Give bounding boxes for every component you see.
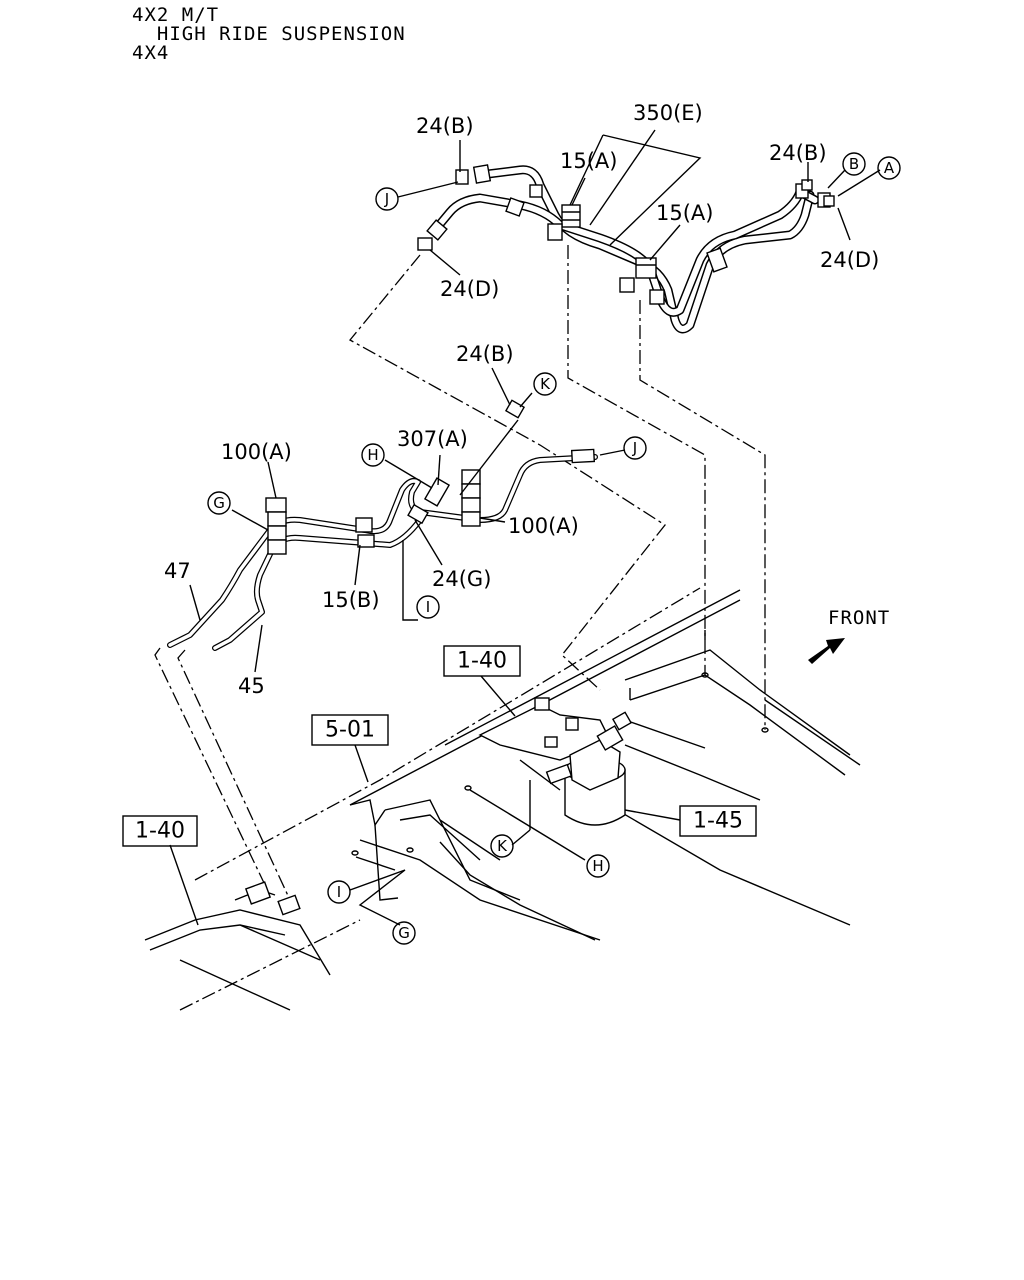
header-line-1: 4X2 M/T [132,4,220,26]
label-front: FRONT [828,607,890,629]
label-24g: 24(G) [432,567,491,591]
svg-text:I: I [337,883,341,901]
header-line-3: 4X4 [132,42,170,64]
circle-ref-h-mid: H [361,443,385,467]
box-ref-1-40-left: 1-40 [122,815,198,847]
clip-100a-left [265,497,287,555]
circle-ref-h-low: H [586,854,610,878]
fuel-filter-assembly [469,697,681,861]
label-24d-left: 24(D) [440,277,499,301]
box-references: 1-40 5-01 1-40 1-45 [122,645,757,847]
label-24b-top: 24(B) [416,114,474,138]
circle-ref-a: A [877,156,901,180]
svg-text:K: K [497,837,508,855]
box-ref-5-01: 5-01 [311,714,389,746]
svg-text:H: H [592,857,603,875]
circle-ref-g-left: G [207,491,231,515]
label-15a-1: 15(A) [560,149,617,173]
chassis-frame [144,587,861,1011]
label-24b-mid: 24(B) [456,342,514,366]
svg-text:J: J [632,439,637,457]
svg-text:I: I [426,598,430,616]
svg-text:J: J [384,190,389,208]
label-45: 45 [238,674,265,698]
label-24b-right: 24(B) [769,141,827,165]
svg-text:B: B [849,155,859,173]
circle-ref-b: B [842,152,866,176]
circle-ref-g-low: G [392,921,416,945]
svg-text:5-01: 5-01 [325,718,375,743]
middle-pipe-assembly [167,399,598,651]
clip-15b [355,517,375,548]
clip-15a-upper-2 [619,257,665,305]
svg-text:1-45: 1-45 [693,809,743,834]
svg-text:A: A [884,159,895,177]
label-100a-left: 100(A) [221,440,292,464]
circle-ref-i-low: I [327,880,351,904]
svg-text:1-40: 1-40 [135,819,185,844]
label-47: 47 [164,559,191,583]
label-15b: 15(B) [322,588,380,612]
clip-15a-upper-1 [547,204,581,241]
circle-ref-k-mid: K [533,372,557,396]
header-line-2: HIGH RIDE SUSPENSION [132,23,406,45]
svg-text:K: K [540,375,551,393]
circle-ref-k-low: K [490,834,514,858]
label-24d-right: 24(D) [820,248,879,272]
svg-text:1-40: 1-40 [457,649,507,674]
diagram-header: 4X2 M/T HIGH RIDE SUSPENSION 4X4 [132,6,406,63]
label-100a-right: 100(A) [508,514,579,538]
label-350e: 350(E) [633,101,703,125]
svg-text:G: G [213,494,225,512]
front-arrow-icon [808,638,845,664]
circle-ref-j-top: J [375,187,399,211]
callout-labels: 24(B) 350(E) 15(A) 15(A) 24(B) 24(D) 24(… [164,101,890,698]
box-ref-1-40-mid: 1-40 [443,645,521,677]
upper-pipe-assembly [417,164,835,334]
svg-text:G: G [398,924,410,942]
label-15a-2: 15(A) [656,201,713,225]
svg-text:H: H [367,446,378,464]
circle-references: J B A K H J G I [207,152,901,945]
circle-ref-i-mid: I [416,595,440,619]
circle-ref-j-mid: J [623,436,647,460]
box-ref-1-45: 1-45 [679,805,757,837]
label-307a: 307(A) [397,427,468,451]
clip-100a-right [461,469,481,527]
